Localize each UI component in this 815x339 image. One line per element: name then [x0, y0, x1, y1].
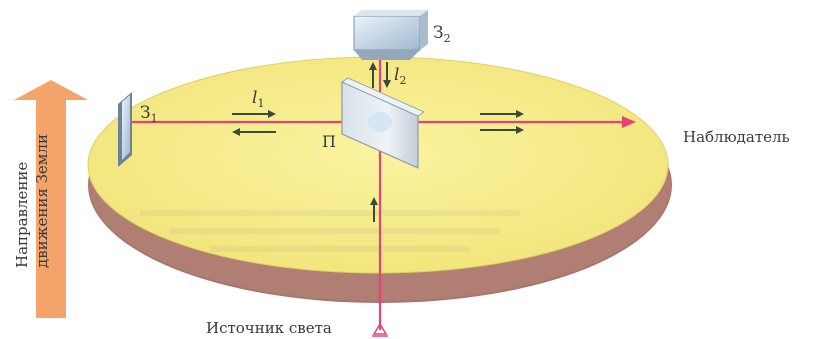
light-source-icon: [372, 322, 388, 337]
disk-top: [88, 57, 668, 273]
splitter-label: П: [322, 132, 336, 151]
arm2-label: l: [394, 65, 399, 85]
arm2-label-sub: 2: [399, 74, 406, 87]
observer-label: Наблюдатель: [683, 128, 790, 146]
earth-direction-line1: Направление: [13, 161, 31, 268]
observer-arrowhead: [622, 116, 636, 128]
earth-direction-arrow: [14, 80, 88, 318]
svg-text:l1: l1: [252, 88, 264, 110]
mirror-z2: [353, 10, 428, 60]
arm1-label-sub: 1: [257, 97, 264, 110]
earth-direction-line2: движения Земли: [33, 134, 51, 268]
mirror2-label: З: [433, 23, 444, 43]
mirror1-label: З: [140, 103, 151, 123]
earth-direction-label: Направление движения Земли: [12, 58, 58, 268]
beam-splitter: [341, 77, 425, 169]
small-arrows: [232, 62, 524, 222]
mirror-z1: [118, 92, 132, 167]
mirror1-label-sub: 1: [151, 112, 158, 125]
svg-text:l2: l2: [394, 65, 406, 87]
source-label: Источник света: [206, 319, 332, 337]
arm1-label: l: [252, 88, 257, 108]
mirror2-label-sub: 2: [444, 32, 451, 45]
svg-text:З1: З1: [140, 103, 158, 125]
svg-text:З2: З2: [433, 23, 451, 45]
